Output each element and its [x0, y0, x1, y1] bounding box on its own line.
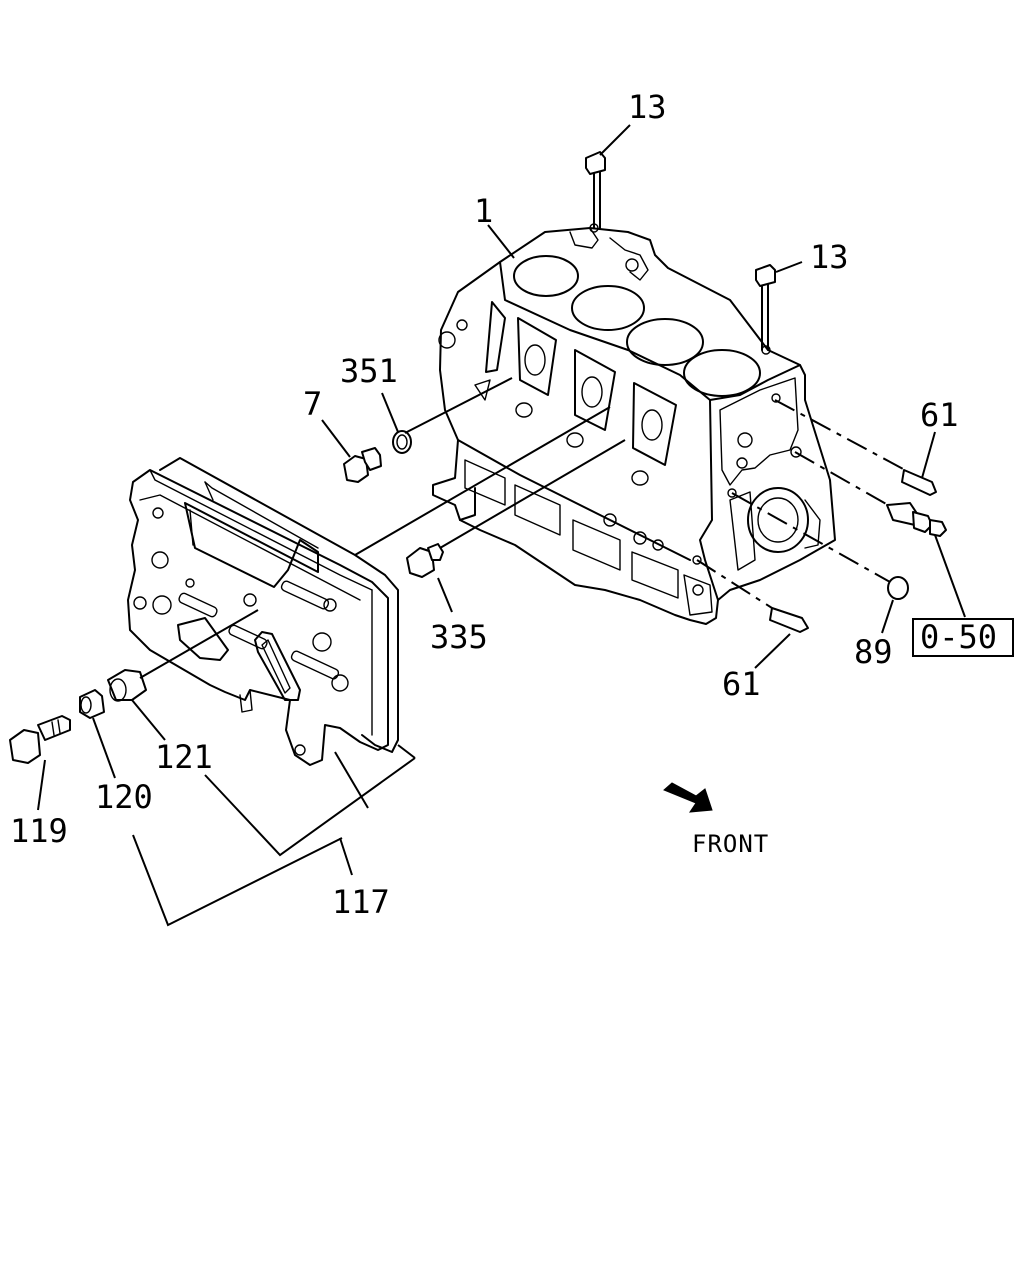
lower-crankcase: [127, 457, 399, 766]
cylinder-bore-1: [513, 255, 579, 297]
part-13-right: [755, 264, 776, 351]
part-61-top: [901, 469, 937, 496]
callout-89: 89: [854, 633, 893, 671]
cylinder-block: [432, 223, 836, 625]
part-7-plug: [343, 447, 382, 483]
cylinder-bore-4: [683, 349, 761, 397]
callout-120: 120: [95, 778, 153, 816]
callout-351: 351: [340, 352, 398, 390]
front-label: FRONT: [692, 830, 769, 858]
callout-61-bottom: 61: [722, 665, 761, 703]
cylinder-bore-2: [571, 285, 645, 331]
reference-box: [912, 618, 1014, 657]
crank-bore: [747, 487, 809, 553]
part-120-collar: [79, 689, 105, 719]
arrow-icon: [663, 782, 713, 813]
callout-13-top: 13: [628, 88, 667, 126]
callout-61-top: 61: [920, 396, 959, 434]
callout-121: 121: [155, 738, 213, 776]
part-119-bolt: [9, 715, 71, 764]
callout-117: 117: [332, 883, 390, 921]
oil-fitting: [886, 502, 947, 537]
cylinder-bore-3: [626, 318, 704, 366]
callout-0-50[interactable]: 0-50: [920, 618, 997, 656]
part-89-plug: [887, 576, 909, 600]
part-121-bushing: [107, 669, 147, 702]
part-61-bottom: [769, 607, 809, 633]
front-indicator: FRONT: [663, 782, 769, 858]
callout-1: 1: [474, 192, 493, 230]
callout-7: 7: [303, 385, 322, 423]
part-13-top: [585, 151, 606, 229]
callout-335: 335: [430, 618, 488, 656]
callout-13-right: 13: [810, 238, 849, 276]
callout-119: 119: [10, 812, 68, 850]
part-335-plug: [406, 543, 444, 578]
part-351-washer: [392, 430, 412, 454]
